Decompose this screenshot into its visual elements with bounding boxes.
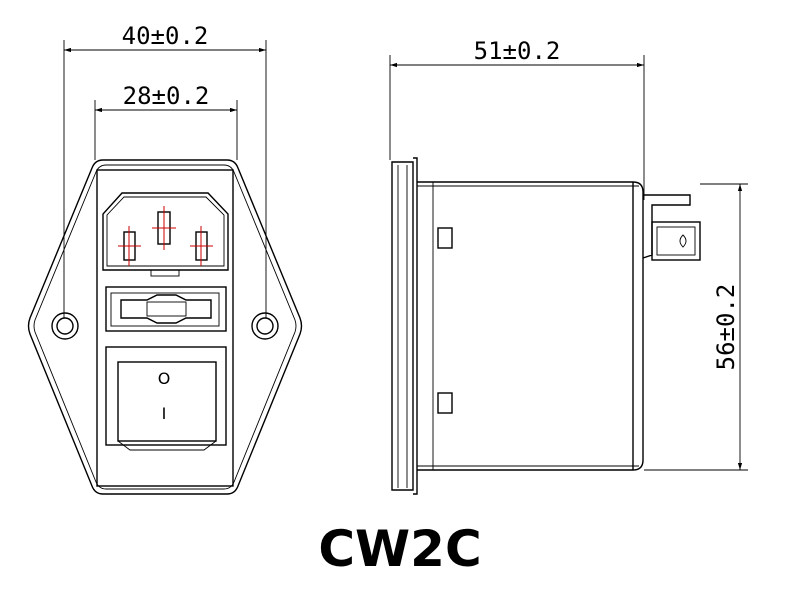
- mounting-hole-left: [51, 312, 79, 340]
- dimension-inner-width: 28±0.2: [94, 82, 238, 160]
- model-label: CW2C: [318, 520, 482, 578]
- inlet-notch: [150, 269, 180, 277]
- front-view: 40±0.2 28±0.2: [27, 22, 303, 495]
- dimension-outer-width-label: 40±0.2: [122, 22, 209, 50]
- switch-on-symbol: I: [162, 404, 167, 423]
- flange-inner-outline: [33, 164, 297, 490]
- fuse-holder: [120, 294, 212, 324]
- pin-centermarks: [118, 206, 213, 266]
- rocker-switch: O I: [105, 346, 227, 451]
- dimension-inner-width-label: 28±0.2: [123, 82, 210, 110]
- side-body: [417, 181, 644, 471]
- latch-upper: [437, 227, 453, 249]
- switch-off-symbol: O: [158, 369, 171, 388]
- mounting-hole-right: [251, 312, 279, 340]
- module-frame: [96, 169, 234, 487]
- dimension-depth: 51±0.2: [389, 37, 645, 200]
- rocker-paddle: [117, 361, 217, 442]
- dimension-height-label: 56±0.2: [712, 284, 740, 371]
- side-view: 51±0.2 56±0.2: [389, 37, 748, 495]
- latch-lower: [437, 392, 453, 414]
- iec-inlet: [102, 192, 229, 277]
- dimension-height: 56±0.2: [644, 183, 748, 471]
- flange-outline: [27, 159, 303, 495]
- dimension-depth-label: 51±0.2: [474, 37, 561, 65]
- fuse-cartridge: [146, 301, 187, 317]
- side-flange: [391, 161, 414, 491]
- quick-connect-terminal: [642, 194, 701, 261]
- fuse-drawer: [105, 286, 227, 332]
- dimension-outer-width: 40±0.2: [63, 22, 267, 318]
